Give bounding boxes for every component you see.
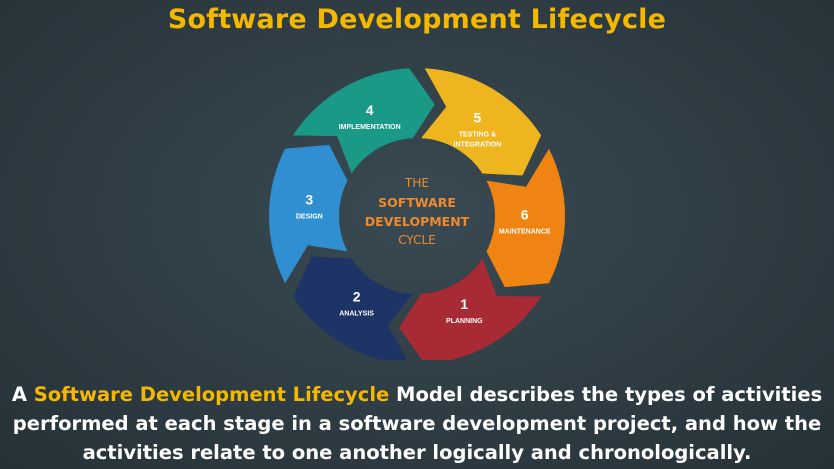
stage-label-3: DESIGN: [296, 214, 323, 221]
description-highlight: Software Development Lifecycle: [33, 383, 390, 406]
stage-number-4: 4: [366, 102, 374, 118]
stage-number-1: 1: [460, 296, 468, 312]
stage-segment-1: [399, 258, 542, 360]
stage-segment-2: [292, 256, 413, 360]
stage-number-6: 6: [521, 207, 529, 223]
stage-segment-5: [421, 68, 542, 176]
description-rest: Model describes the types of activities …: [12, 383, 823, 464]
stage-label-4: IMPLEMENTATION: [339, 124, 401, 131]
cycle-center: THE SOFTWARE DEVELOPMENT CYCLE: [365, 176, 470, 247]
stage-label-6: MAINTENANCE: [499, 229, 551, 236]
cycle-segments: [268, 68, 566, 360]
stage-label-5: TESTING &: [459, 132, 496, 139]
stage-number-5: 5: [474, 110, 482, 126]
center-line-2: SOFTWARE: [378, 195, 456, 210]
stage-segment-4: [292, 68, 435, 174]
center-line-3: DEVELOPMENT: [365, 214, 470, 229]
stage-segment-6: [486, 148, 566, 288]
center-line-1: THE: [404, 176, 429, 190]
stage-label-1: PLANNING: [446, 318, 483, 325]
center-line-4: CYCLE: [398, 233, 436, 247]
stage-label-5: INTEGRATION: [454, 142, 502, 149]
description: A Software Development Lifecycle Model d…: [0, 380, 834, 467]
stage-number-2: 2: [353, 289, 361, 305]
stage-number-3: 3: [305, 192, 313, 208]
description-prefix: A: [11, 383, 34, 406]
page-title: Software Development Lifecycle: [167, 4, 667, 35]
stage-label-2: ANALYSIS: [339, 311, 374, 318]
stage-segment-3: [268, 144, 348, 284]
